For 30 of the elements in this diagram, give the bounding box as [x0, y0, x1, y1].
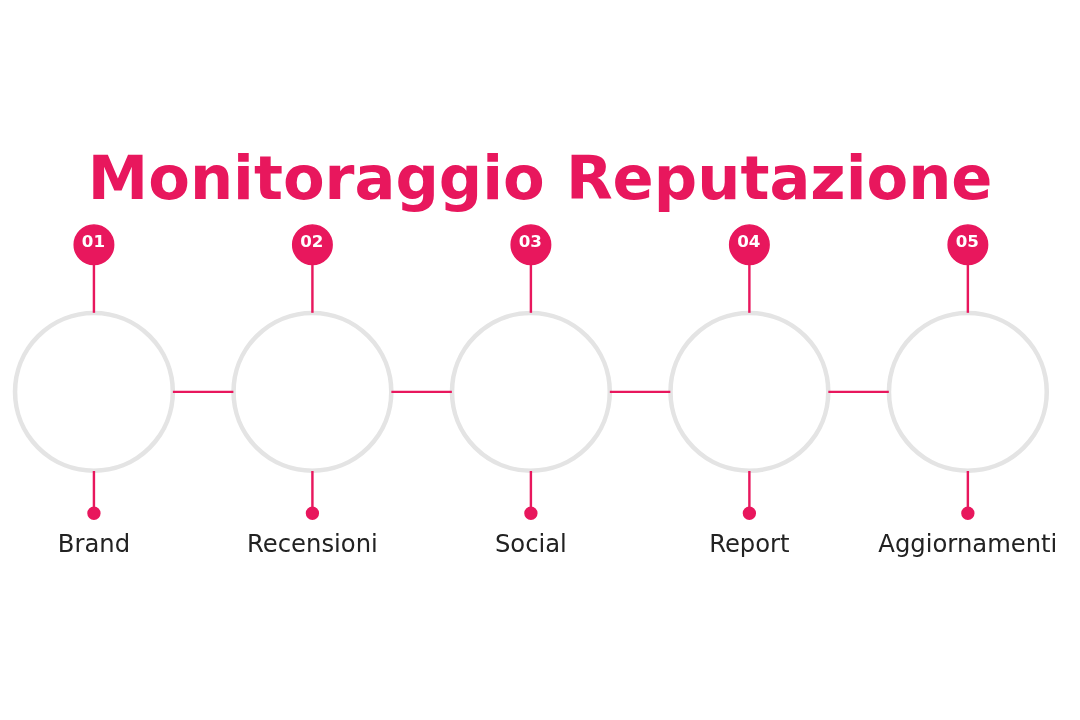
connector	[391, 390, 452, 394]
node-circle: 04	[728, 224, 770, 266]
node-circle	[668, 310, 831, 474]
connector	[828, 390, 889, 394]
connector	[92, 264, 96, 313]
connector	[609, 390, 671, 394]
node-circle	[449, 310, 613, 474]
node-circle	[231, 310, 394, 474]
node-circle	[886, 310, 1050, 474]
connector	[748, 264, 751, 313]
node-text: Report	[709, 529, 790, 559]
node-circle: 05	[947, 224, 989, 266]
node-text: Social	[494, 529, 567, 559]
node-circle: 03	[510, 224, 552, 266]
node-text: Aggiornamenti	[878, 529, 1058, 559]
diagram-title: Monitoraggio Reputazione	[87, 143, 993, 214]
connector	[742, 471, 757, 520]
connector	[524, 471, 538, 520]
node-circle: 01	[73, 224, 115, 266]
connector	[305, 471, 320, 520]
node-text: Brand	[57, 529, 131, 559]
connector	[529, 264, 533, 313]
connector	[87, 471, 101, 520]
connector	[311, 264, 314, 313]
connector	[961, 471, 975, 520]
node-text: Recensioni	[247, 529, 378, 559]
connector	[966, 264, 970, 313]
node-circle: 02	[291, 224, 333, 266]
node-circle	[12, 310, 176, 474]
connector	[172, 390, 234, 394]
